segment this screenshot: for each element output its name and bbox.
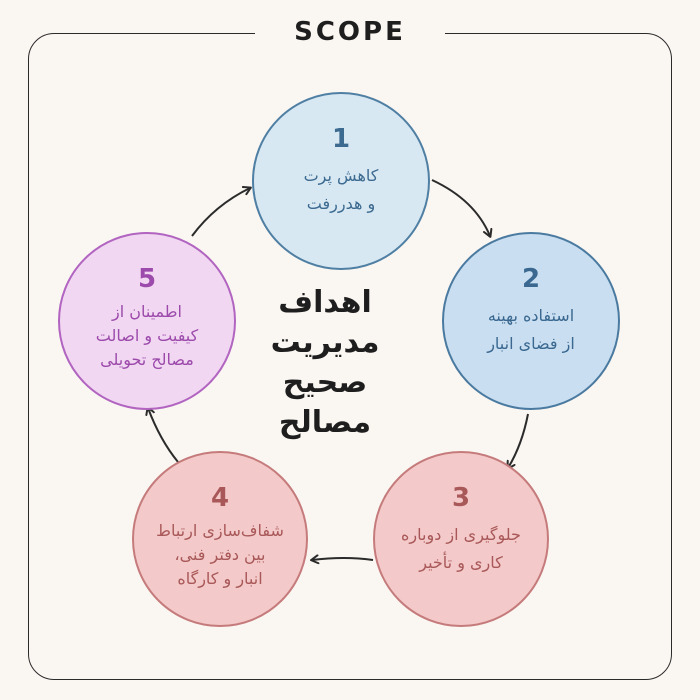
goal-label: کاهش پرت و هدررفت: [304, 162, 379, 218]
goal-label: جلوگیری از دوباره کاری و تأخیر: [401, 521, 521, 577]
goal-circle-4: 4 شفاف‌سازی ارتباط بین دفتر فنی، انبار و…: [132, 451, 308, 627]
brand-logo: SCOPE: [255, 14, 445, 50]
arrow-5-to-1: [191, 186, 252, 237]
goal-circle-5: 5 اطمینان از کیفیت و اصالت مصالح تحویلی: [58, 232, 236, 410]
goal-label-line: اطمینان از: [112, 302, 182, 321]
goal-number: 3: [451, 483, 471, 513]
goal-label-line: کاهش پرت: [303, 166, 379, 185]
goal-number: 4: [210, 483, 230, 513]
goal-label-line: جلوگیری از دوباره: [401, 525, 521, 544]
brand-name: SCOPE: [294, 17, 406, 47]
goal-number: 5: [137, 264, 157, 294]
goal-label: استفاده بهینه از فضای انبار: [487, 302, 575, 358]
goal-label-line: استفاده بهینه: [487, 306, 575, 325]
goal-number: 2: [521, 264, 541, 294]
diagram-title: اهداف مدیریت صحیح مصالح: [230, 283, 420, 443]
goal-label-line: انبار و کارگاه: [177, 569, 263, 588]
title-line-2: مدیریت صحیح: [270, 325, 380, 400]
arrow-3-to-4: [310, 554, 374, 565]
goal-number: 1: [331, 124, 351, 154]
title-line-3: مصالح: [278, 405, 372, 440]
arrow-4-to-5: [145, 406, 179, 463]
arrow-1-to-2: [431, 179, 493, 238]
goal-label-line: مصالح تحویلی: [100, 350, 194, 369]
goal-label-line: از فضای انبار: [487, 334, 575, 353]
goal-circle-2: 2 استفاده بهینه از فضای انبار: [442, 232, 620, 410]
goal-label-line: کیفیت و اصالت: [95, 326, 199, 345]
goal-label-line: کاری و تأخیر: [419, 553, 503, 572]
goal-label-line: و هدررفت: [306, 194, 376, 213]
goal-label: شفاف‌سازی ارتباط بین دفتر فنی، انبار و ک…: [156, 519, 284, 591]
goal-circle-1: 1 کاهش پرت و هدررفت: [252, 92, 430, 270]
goal-circle-3: 3 جلوگیری از دوباره کاری و تأخیر: [373, 451, 549, 627]
title-line-1: اهداف: [278, 285, 372, 320]
goal-label-line: بین دفتر فنی،: [174, 545, 266, 564]
goal-label-line: شفاف‌سازی ارتباط: [156, 521, 284, 540]
goal-label: اطمینان از کیفیت و اصالت مصالح تحویلی: [96, 300, 198, 372]
arrow-2-to-3: [506, 413, 529, 470]
